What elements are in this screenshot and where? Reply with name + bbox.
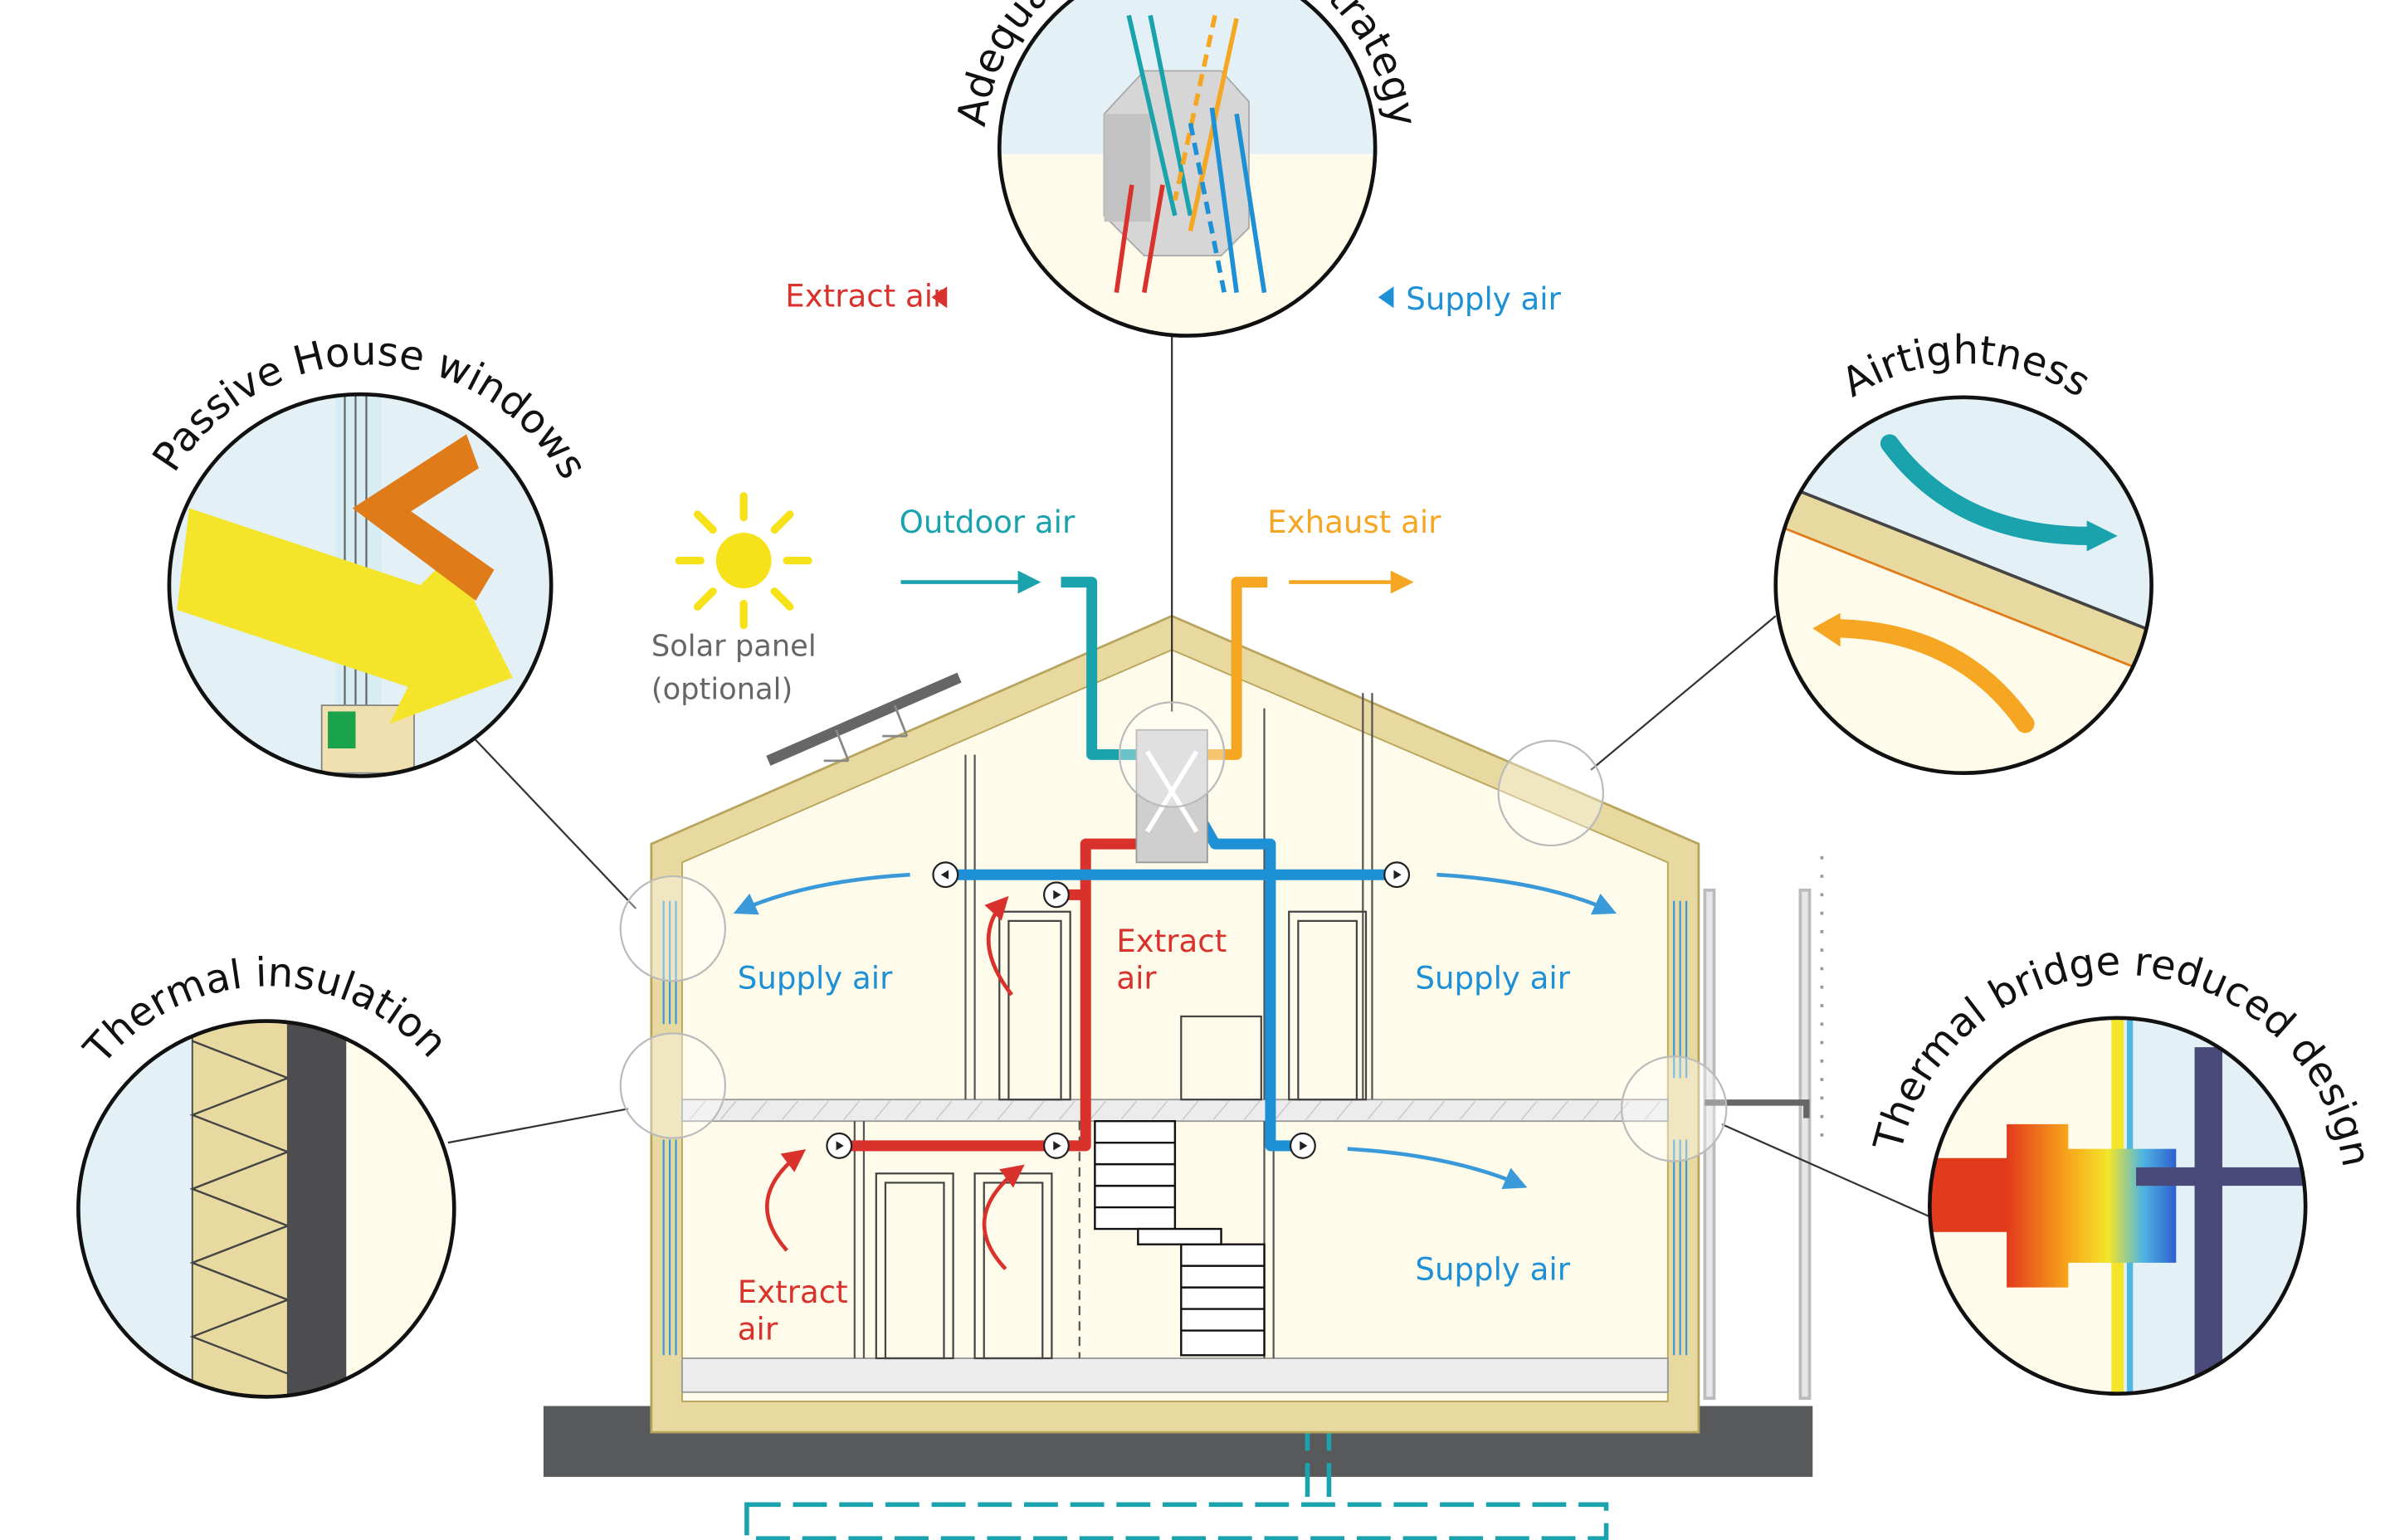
windows-detail-circle [167, 392, 554, 778]
detail-markers [619, 701, 1728, 1162]
house-envelope [650, 614, 1824, 1434]
supply-air-upper-left-label: Supply air [738, 961, 893, 997]
solar-panel-label: Solar panel [651, 630, 817, 664]
supply-air-marker-icon [1378, 286, 1394, 309]
outdoor-air-label: Outdoor air [900, 504, 1076, 540]
flow-arrows [733, 570, 1617, 1270]
sun-icon [675, 491, 812, 630]
staircase-icon [1094, 1119, 1266, 1357]
airtightness-detail-circle [1773, 395, 2153, 776]
supply-air-upper-right-label: Supply air [1415, 961, 1570, 997]
solar-panel-icon [766, 672, 962, 766]
supply-air-top-label: Supply air [1406, 281, 1561, 317]
exhaust-air-label: Exhaust air [1267, 504, 1441, 540]
solar-panel-optional-label: (optional) [651, 673, 793, 707]
extract-air-upper-label-2: air [1116, 961, 1157, 997]
callout-connectors [447, 335, 1930, 1218]
thermal-insulation-detail-circle [76, 1019, 456, 1399]
extract-air-lower-label: Extract [738, 1274, 848, 1310]
airtightness-title: Airtightness [1834, 327, 2098, 407]
extract-air-top-label: Extract air [785, 278, 946, 314]
extract-air-marker-icon [931, 286, 948, 309]
ventilation-detail-circle [997, 0, 1378, 338]
extract-air-upper-label: Extract [1116, 924, 1227, 959]
supply-air-lower-right-label: Supply air [1415, 1251, 1570, 1287]
heat-exchanger-icon [1135, 729, 1208, 864]
thermal-bridge-detail-circle [1927, 1016, 2308, 1396]
extract-air-lower-label-2: air [738, 1312, 778, 1348]
